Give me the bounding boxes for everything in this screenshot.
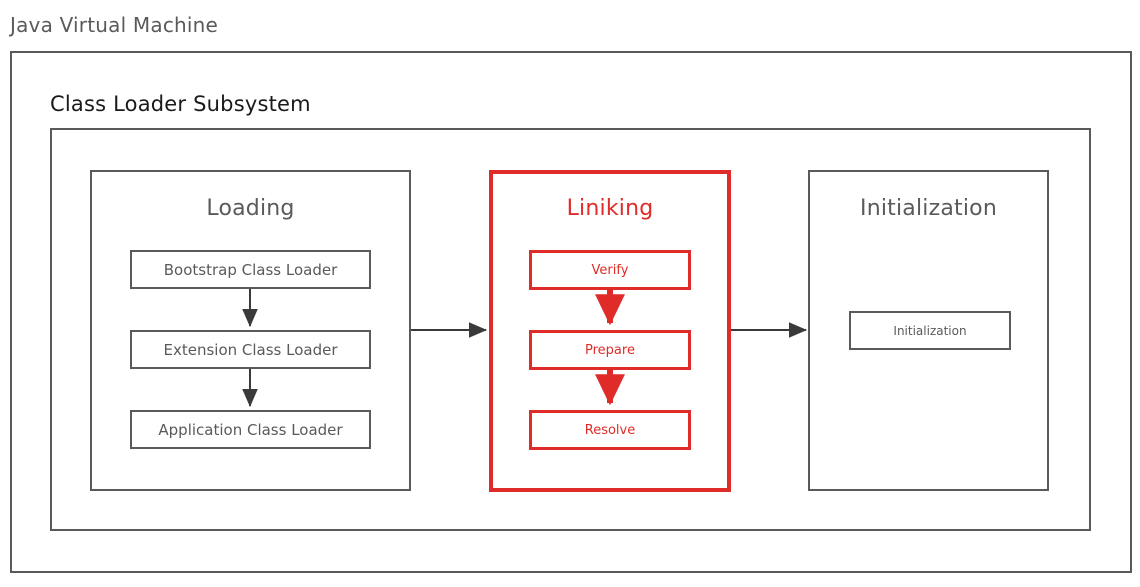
jvm-frame (10, 51, 1132, 573)
node-extension-class-loader[interactable]: Extension Class Loader (130, 330, 371, 369)
node-prepare[interactable]: Prepare (529, 330, 691, 370)
panel-linking-title: Liniking (566, 196, 654, 221)
panel-loading-title: Loading (206, 196, 295, 221)
node-initialization[interactable]: Initialization (849, 311, 1011, 350)
subsystem-title: Class Loader Subsystem (50, 92, 311, 116)
node-verify[interactable]: Verify (529, 250, 691, 290)
page-title: Java Virtual Machine (10, 13, 219, 37)
class-loader-subsystem-frame (50, 128, 1091, 531)
panel-initialization-title: Initialization (860, 196, 997, 221)
node-bootstrap-class-loader[interactable]: Bootstrap Class Loader (130, 250, 371, 289)
node-application-class-loader[interactable]: Application Class Loader (130, 410, 371, 449)
node-resolve[interactable]: Resolve (529, 410, 691, 450)
